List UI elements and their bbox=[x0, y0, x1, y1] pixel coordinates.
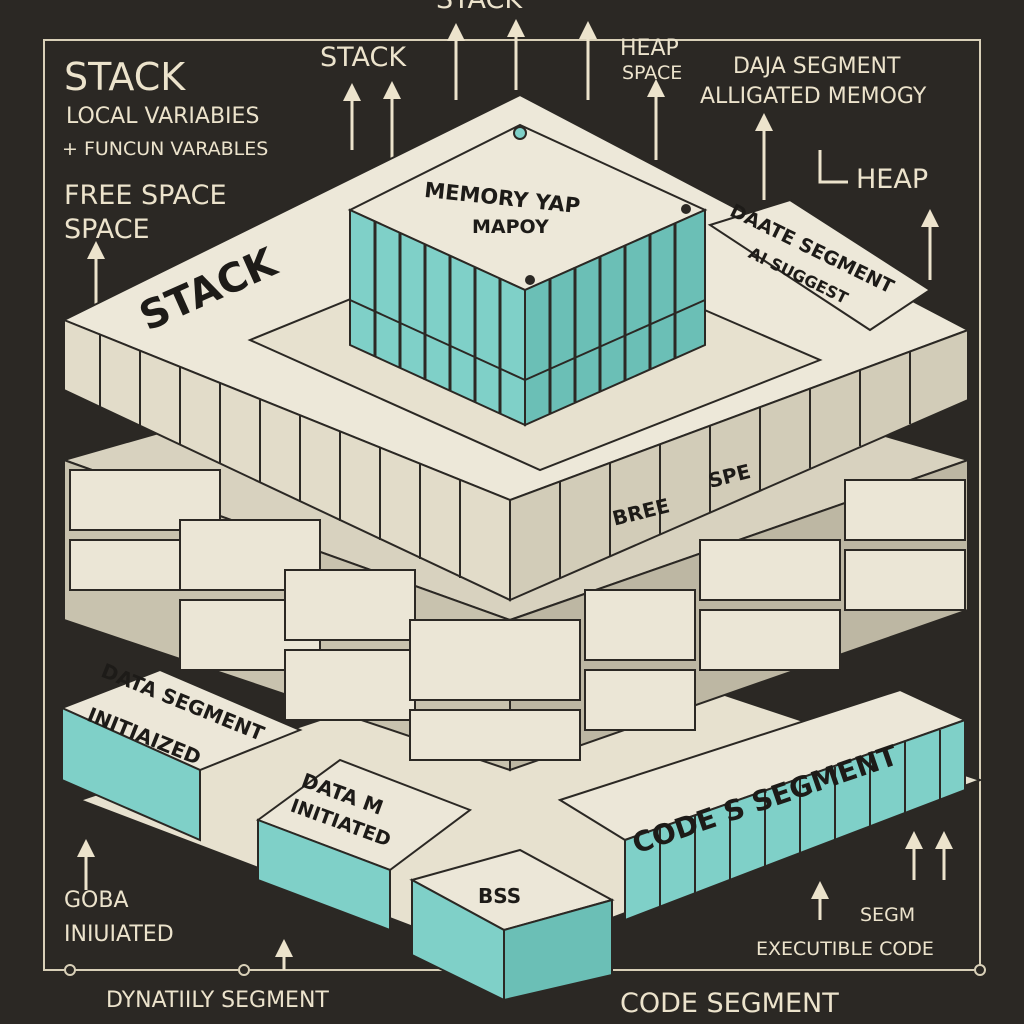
heap-brick bbox=[699, 539, 841, 601]
local-variables-label: LOCAL VARIABIES bbox=[66, 104, 260, 129]
frame-node-mid bbox=[238, 964, 250, 976]
heap-pointer bbox=[818, 150, 848, 184]
memory-map-band bbox=[349, 299, 526, 381]
heap-brick bbox=[584, 669, 696, 731]
memory-map-ribs bbox=[373, 221, 677, 414]
space-label: SPACE bbox=[64, 214, 150, 245]
code-segment-front bbox=[624, 718, 966, 922]
heap-brick bbox=[179, 519, 321, 591]
heap-brick bbox=[844, 479, 966, 541]
top-partial-label: STACK bbox=[436, 0, 522, 13]
memory-map-dot bbox=[681, 204, 691, 214]
heap-space-label: HEAP bbox=[620, 36, 679, 61]
heap-brick bbox=[844, 549, 966, 611]
heap-space-sub-label: SPACE bbox=[622, 62, 683, 84]
heap-bricks bbox=[69, 469, 966, 761]
dynamic-segment-label: DYNATIILY SEGMENT bbox=[106, 988, 329, 1013]
memory-map-band bbox=[524, 299, 706, 381]
executable-code-label: EXECUTIBLE CODE bbox=[756, 938, 934, 960]
function-variables-label: + FUNCUN VARABLES bbox=[62, 138, 269, 160]
heap-brick bbox=[409, 709, 581, 761]
stack-heading: STACK bbox=[64, 55, 186, 99]
heap-brick bbox=[284, 569, 416, 641]
heap-brick bbox=[284, 649, 416, 721]
code-segment-bottom-label: CODE SEGMENT bbox=[620, 988, 839, 1019]
memory-map-dot bbox=[525, 275, 535, 285]
stack-top-label: STACK bbox=[320, 42, 407, 73]
memory-map-sub-label: MAPOY bbox=[472, 216, 549, 238]
heap-brick bbox=[409, 619, 581, 701]
segment-right-label: SEGM bbox=[860, 904, 916, 926]
stack-plate-ribs bbox=[99, 335, 911, 578]
heap-brick bbox=[699, 609, 841, 671]
free-space-label: FREE SPACE bbox=[64, 180, 227, 211]
initiated-label: INIUIATED bbox=[64, 922, 174, 947]
stack-plate-front-right bbox=[509, 328, 969, 602]
heap-label: HEAP bbox=[856, 164, 929, 195]
frame-node-left bbox=[64, 964, 76, 976]
data-initiated-front bbox=[257, 818, 391, 932]
code-segment-ribs bbox=[659, 730, 941, 906]
data-segment-label: DAJA SEGMENT bbox=[733, 54, 901, 79]
memory-map-dot bbox=[513, 126, 527, 140]
goba-label: GOBA bbox=[64, 888, 129, 913]
date-segment-slab bbox=[707, 198, 932, 332]
data-segment-init-front bbox=[61, 706, 201, 842]
allocated-memory-label: ALLIGATED MEMOGY bbox=[700, 84, 927, 109]
heap-brick bbox=[584, 589, 696, 661]
frame-node-right bbox=[974, 964, 986, 976]
bss-block-side bbox=[503, 898, 613, 1002]
bss-block-label: BSS bbox=[478, 884, 522, 908]
